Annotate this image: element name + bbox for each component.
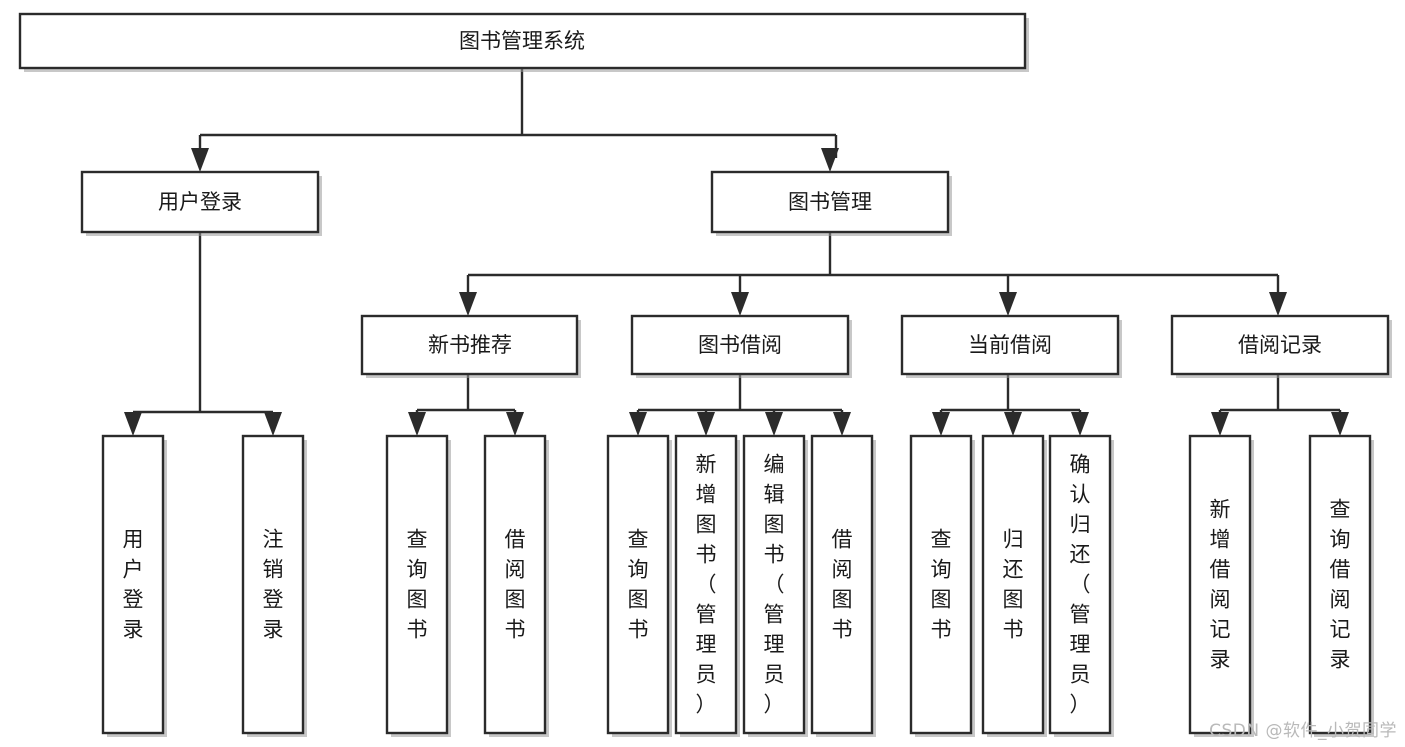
node-current-borrow[interactable]: 当前借阅	[900, 314, 1122, 378]
borrow-record-label: 借阅记录	[1238, 333, 1322, 357]
leaf-node[interactable]: 注销登录	[241, 434, 307, 737]
leaf-label: 新增借阅记录	[1210, 498, 1231, 672]
new-book-rec-box[interactable]	[360, 314, 579, 376]
user-login-box[interactable]	[80, 170, 320, 234]
leaf-box[interactable]	[1188, 434, 1252, 735]
leaf-node[interactable]: 查询图书	[606, 434, 672, 737]
node-book-manage[interactable]: 图书管理	[710, 170, 952, 236]
leaf-label: 归还图书	[1003, 528, 1024, 642]
leaf-box[interactable]	[909, 434, 973, 735]
arrow-to-leaf-user-login	[124, 412, 142, 436]
arrow-to-leaf-add-book	[697, 412, 715, 436]
leaf-node[interactable]: 查询图书	[909, 434, 975, 737]
connector-bookborrow-to-leaves	[636, 374, 844, 420]
arrow-to-leaf-borrow-book-1	[506, 412, 524, 436]
leaf-label: 编辑图书（管理员）	[764, 453, 785, 717]
node-book-borrow[interactable]: 图书借阅	[630, 314, 852, 378]
arrow-to-leaf-logout	[264, 412, 282, 436]
leaf-label: 查询图书	[931, 528, 952, 642]
leaf-box[interactable]	[810, 434, 874, 735]
connector-borrowrecord-to-leaves	[1218, 374, 1342, 420]
arrow-to-new-book-rec	[459, 292, 477, 316]
arrow-to-leaf-confirm-return	[1071, 412, 1089, 436]
current-borrow-box[interactable]	[900, 314, 1120, 376]
borrow-record-box[interactable]	[1170, 314, 1390, 376]
leaf-box[interactable]	[241, 434, 305, 735]
leaf-node[interactable]: 借阅图书	[810, 434, 876, 737]
leaf-label-bracket: （	[1070, 573, 1091, 597]
arrow-to-user-login	[191, 148, 209, 172]
leaf-node[interactable]: 确认归还（管理员）	[1048, 434, 1114, 737]
root-box[interactable]	[18, 12, 1027, 70]
arrow-to-leaf-query-book-3	[932, 412, 950, 436]
leaf-label: 借阅图书	[505, 528, 526, 642]
arrow-to-book-manage	[821, 148, 839, 172]
leaf-label-bracket: ）	[764, 693, 785, 717]
leaf-node[interactable]: 用户登录	[101, 434, 167, 737]
leaf-node[interactable]: 新增借阅记录	[1188, 434, 1254, 737]
leaf-box[interactable]	[483, 434, 547, 735]
arrow-to-borrow-record	[1269, 292, 1287, 316]
leaf-label-bracket: ）	[1070, 693, 1091, 717]
connector-group	[124, 68, 1349, 436]
connector-userlogin-to-leaves	[131, 232, 275, 422]
new-book-rec-label: 新书推荐	[428, 333, 512, 357]
leaf-box[interactable]	[742, 434, 806, 735]
leaf-label-bracket: ）	[696, 693, 717, 717]
node-user-login[interactable]: 用户登录	[80, 170, 322, 236]
arrow-to-leaf-query-book-2	[629, 412, 647, 436]
current-borrow-label: 当前借阅	[968, 333, 1052, 357]
arrow-to-leaf-query-record	[1331, 412, 1349, 436]
leaf-label: 注销登录	[263, 528, 284, 642]
leaf-label: 借阅图书	[832, 528, 853, 642]
leaf-label: 用户登录	[123, 528, 144, 642]
leaf-label: 查询借阅记录	[1330, 498, 1351, 672]
leaf-label: 确认归还（管理员）	[1070, 453, 1091, 717]
arrow-to-leaf-borrow-book-2	[833, 412, 851, 436]
book-manage-label: 图书管理	[788, 190, 872, 214]
leaf-label: 查询图书	[407, 528, 428, 642]
leaf-box[interactable]	[674, 434, 738, 735]
leaf-node[interactable]: 借阅图书	[483, 434, 549, 737]
user-login-label: 用户登录	[158, 190, 242, 214]
arrow-to-book-borrow	[731, 292, 749, 316]
node-new-book-rec[interactable]: 新书推荐	[360, 314, 581, 378]
leaf-node-layer: 用户登录 注销登录 查询图书 借阅图书 查询图书 新增图书（管理员） 编辑图书（管理员） 借阅…	[101, 434, 1374, 737]
leaf-box[interactable]	[981, 434, 1045, 735]
arrow-to-leaf-add-record	[1211, 412, 1229, 436]
book-borrow-label: 图书借阅	[698, 333, 782, 357]
connector-bookmanage-to-level3	[466, 232, 1280, 302]
leaf-box[interactable]	[1308, 434, 1372, 735]
leaf-node[interactable]: 归还图书	[981, 434, 1047, 737]
leaf-label: 新增图书（管理员）	[696, 453, 717, 717]
connector-root-to-level2	[198, 68, 838, 158]
arrow-to-current-borrow	[999, 292, 1017, 316]
leaf-label-bracket: （	[764, 573, 785, 597]
csdn-watermark: CSDN @软件_小贺同学	[1209, 721, 1397, 741]
book-manage-box[interactable]	[710, 170, 950, 234]
book-borrow-box[interactable]	[630, 314, 850, 376]
leaf-box[interactable]	[101, 434, 165, 735]
leaf-node[interactable]: 编辑图书（管理员）	[742, 434, 808, 737]
leaf-box[interactable]	[606, 434, 670, 735]
leaf-label-bracket: （	[696, 573, 717, 597]
root-label: 图书管理系统	[459, 29, 585, 53]
arrow-to-leaf-return-book	[1004, 412, 1022, 436]
leaf-node[interactable]: 查询借阅记录	[1308, 434, 1374, 737]
connector-newbook-to-leaves	[415, 374, 517, 420]
node-root[interactable]: 图书管理系统	[18, 12, 1029, 72]
leaf-box[interactable]	[1048, 434, 1112, 735]
leaf-label: 查询图书	[628, 528, 649, 642]
leaf-node[interactable]: 新增图书（管理员）	[674, 434, 740, 737]
node-borrow-record[interactable]: 借阅记录	[1170, 314, 1392, 378]
arrow-to-leaf-query-book-1	[408, 412, 426, 436]
leaf-node[interactable]: 查询图书	[385, 434, 451, 737]
arrow-to-leaf-edit-book	[765, 412, 783, 436]
leaf-box[interactable]	[385, 434, 449, 735]
